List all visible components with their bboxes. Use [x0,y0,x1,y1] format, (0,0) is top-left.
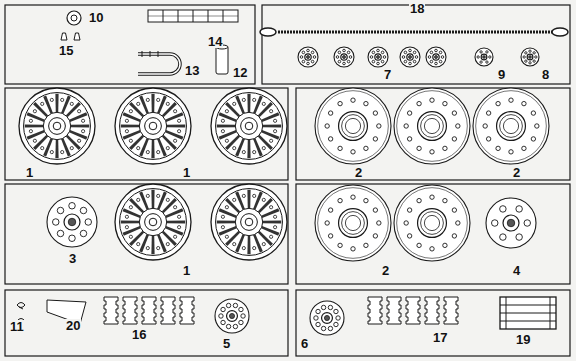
callout-number: 2 [381,264,390,277]
callout-number: 12 [232,66,248,79]
callout-number: 16 [131,328,147,341]
callout-number: 17 [432,331,448,344]
wheel-disc [315,88,391,164]
callout-number: 3 [68,252,77,265]
small-wheel [486,198,536,248]
callout-number: 2 [354,166,363,179]
panel-frame [296,184,570,284]
spoked-wheel [115,184,191,260]
small-wheel [426,47,446,67]
cylinder-part [216,45,228,74]
callout-number: 1 [182,166,191,179]
callout-number: 8 [541,68,550,81]
tow-cable [260,28,568,36]
crate [500,297,556,329]
callout-number: 7 [383,68,392,81]
panel-frame [262,5,570,84]
spoked-wheel [211,184,287,260]
callout-number: 2 [512,166,521,179]
small-wheel [298,47,318,67]
track-strip [148,10,238,22]
callout-number: 13 [184,64,200,77]
spoked-wheel [19,88,95,164]
track-links [104,297,194,324]
panel-frame [5,5,255,84]
panel-frame [5,290,288,356]
callout-number: 19 [515,333,531,346]
callout-number: 6 [300,337,309,350]
small-wheel [334,47,354,67]
callout-number: 1 [182,264,191,277]
small-wheel [215,299,249,333]
wheel-disc [473,88,549,164]
panel-frame [5,88,288,180]
u-bracket [138,51,180,74]
callout-number: 11 [9,320,25,333]
wheel-disc [394,185,470,261]
small-wheel [521,48,539,66]
wheel-disc [394,88,470,164]
small-wheel [475,48,493,66]
callout-number: 15 [58,44,74,57]
panel-frame [296,88,570,180]
callout-number: 14 [207,35,223,48]
callout-number: 20 [65,319,81,332]
callout-number: 18 [409,2,425,15]
track-links [368,297,458,324]
panel-frame [5,184,288,284]
callout-number: 4 [512,264,521,277]
spoked-wheel [211,88,287,164]
callout-number: 9 [497,68,506,81]
spoked-wheel [115,88,191,164]
ring-part [67,11,81,25]
panel-frame [296,290,570,356]
small-wheel [400,47,420,67]
callout-number: 5 [222,337,231,350]
callout-number: 10 [88,11,104,24]
wheel-disc [315,185,391,261]
small-wheel [47,197,97,247]
cone-parts [61,33,80,40]
small-wheel [368,47,388,67]
callout-number: 1 [25,166,34,179]
small-wheel [310,301,344,335]
